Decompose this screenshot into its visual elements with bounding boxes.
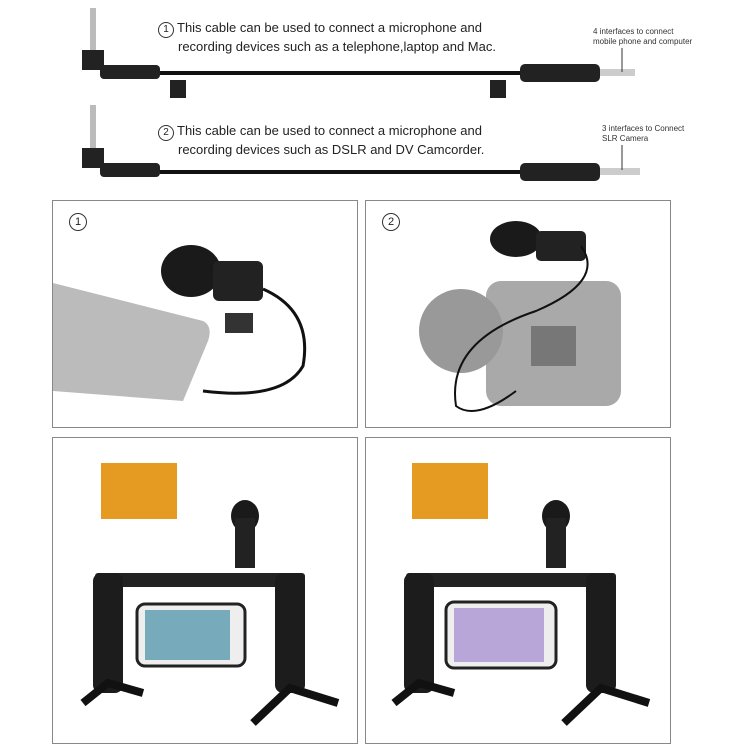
- rig-photo-1: [80, 463, 340, 726]
- cable-2-note: 3 interfaces to Connect SLR Camera: [602, 124, 684, 144]
- cable-2-line2: recording devices such as DSLR and DV Ca…: [178, 142, 485, 157]
- cable-2-image: [82, 105, 640, 181]
- cables-illustration: [82, 8, 640, 181]
- cable-1-line2: recording devices such as a telephone,la…: [178, 39, 496, 54]
- panel-camera-usage: 2: [365, 200, 671, 428]
- cable-1-note: 4 interfaces to connect mobile phone and…: [593, 27, 692, 47]
- cable-2-line1: This cable can be used to connect a micr…: [177, 123, 482, 138]
- cable-1-line1: This cable can be used to connect a micr…: [177, 20, 482, 35]
- rig-photo-2: [391, 463, 651, 726]
- panel-rig-phone-2: [365, 437, 671, 744]
- panel-phone-usage: 1: [52, 200, 358, 428]
- cable-2-note2: SLR Camera: [602, 134, 649, 143]
- panel-2-index: 2: [382, 213, 400, 231]
- cable-2-index: 2: [158, 125, 174, 141]
- camera-mic-photo: [419, 221, 621, 412]
- panel-rig-phone-1: [52, 437, 358, 744]
- cable-1-note2: mobile phone and computer: [593, 37, 693, 46]
- cable-2-note1: 3 interfaces to Connect: [602, 124, 685, 133]
- cable-1-image: [82, 8, 635, 98]
- cable-1-index: 1: [158, 22, 174, 38]
- phone-mic-photo: [53, 245, 307, 401]
- cable-1-note1: 4 interfaces to connect: [593, 27, 674, 36]
- panel-1-index: 1: [69, 213, 87, 231]
